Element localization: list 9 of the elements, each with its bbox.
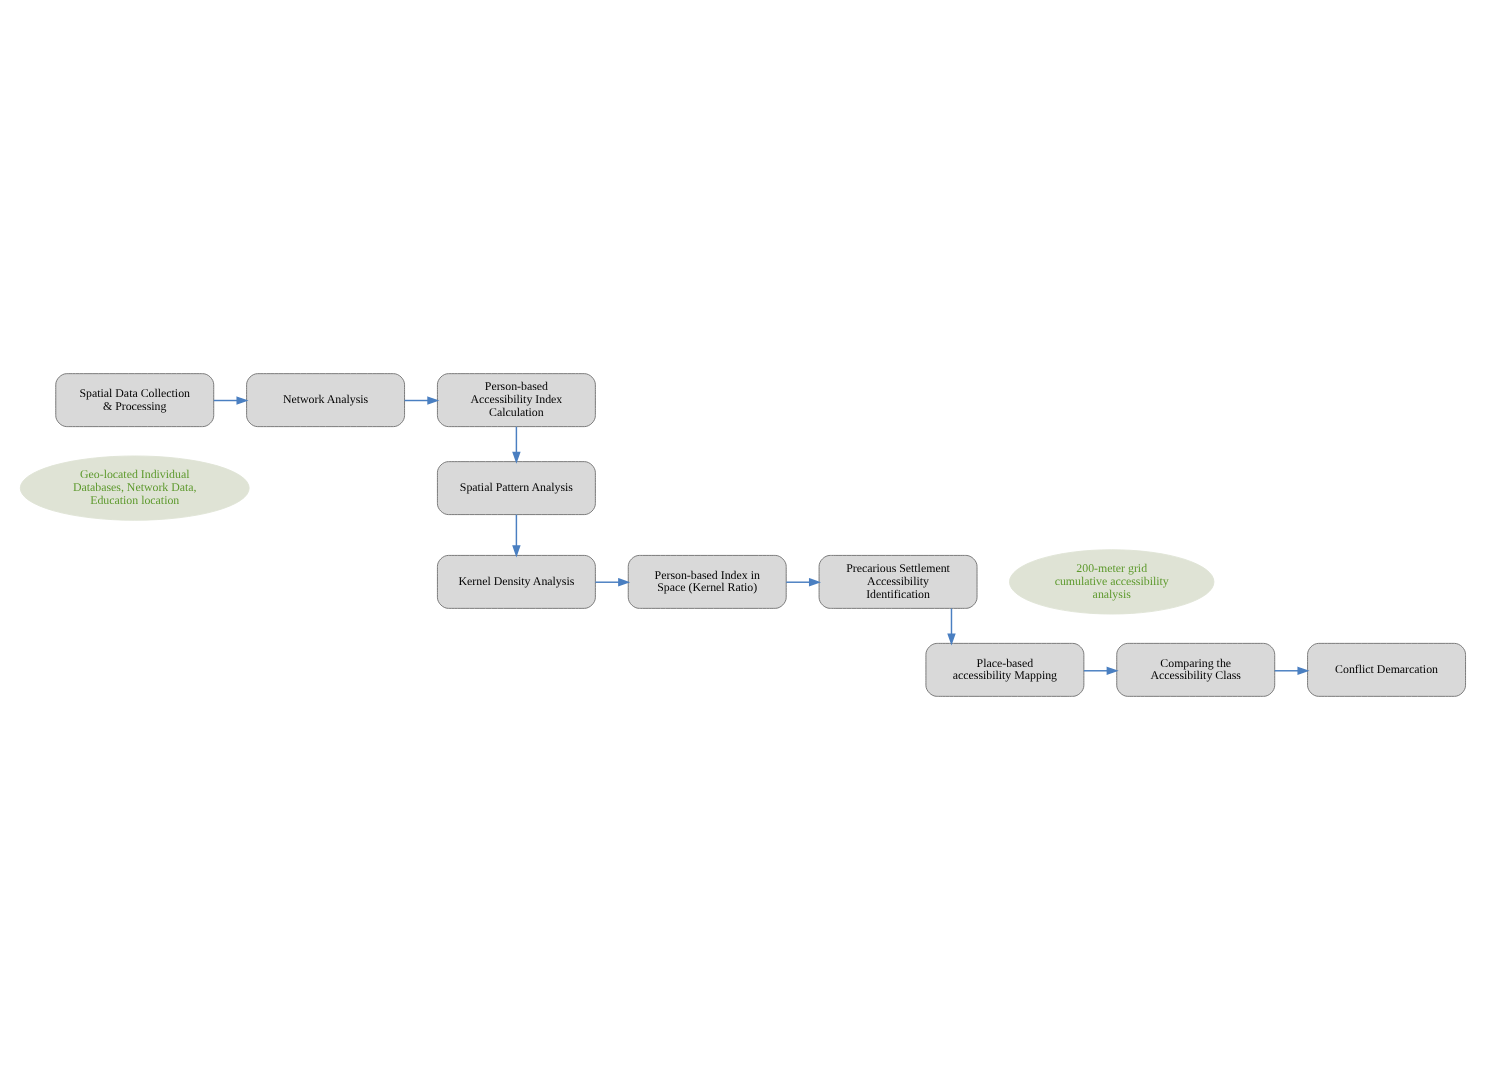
arrow [213,396,249,405]
arrow [1274,666,1310,675]
arrow [512,426,521,464]
arrow [403,396,440,405]
arrow [1083,666,1119,675]
arrow [947,607,956,646]
arrow [785,578,822,587]
arrow [512,514,521,558]
arrow [594,578,631,587]
